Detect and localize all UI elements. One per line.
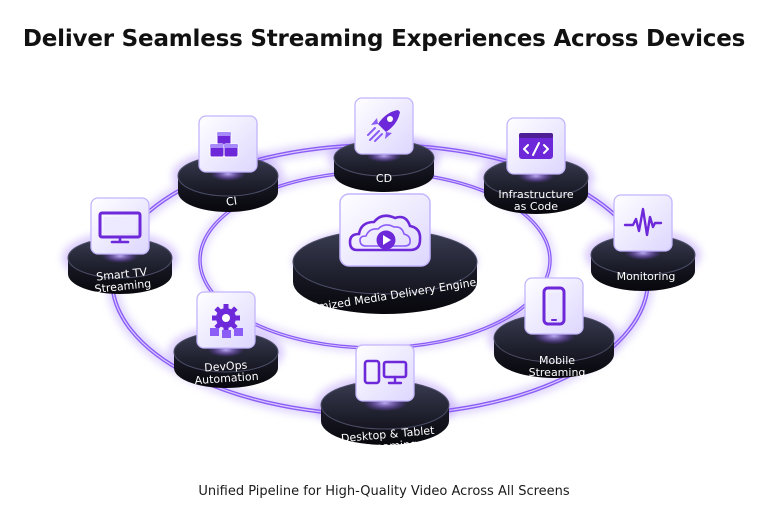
node-label-line: Monitoring: [617, 270, 676, 283]
node-label-desktop: Desktop & TabletStreaming: [340, 424, 436, 457]
code-icon: [519, 133, 553, 159]
footer-caption: Unified Pipeline for High-Quality Video …: [198, 484, 570, 499]
node-label-line: as Code: [514, 200, 558, 213]
node-devops: DevOpsAutomation: [168, 291, 284, 388]
node-label-line: CI: [225, 194, 238, 208]
node-label-line: Streaming: [360, 438, 418, 456]
node-label-line: Infrastructure: [498, 188, 574, 201]
node-label-line: Automation: [194, 370, 259, 387]
tv-icon: [98, 211, 142, 244]
node-label-line: Streaming: [94, 277, 152, 296]
node-label-cd: CD: [376, 172, 392, 185]
rocket-icon: [367, 110, 400, 142]
node-label-ci: CI: [225, 194, 238, 208]
node-monitoring: Monitoring: [585, 194, 701, 291]
node-label-line: CD: [376, 172, 392, 185]
node-label-smarttv: Smart TVStreaming: [93, 265, 152, 296]
cloud-play-icon: [339, 193, 431, 267]
smartphone-icon: [542, 286, 566, 326]
waveform-icon: [623, 207, 663, 237]
node-desktop: Desktop & TabletStreaming: [315, 344, 455, 457]
gear-icon: [210, 304, 243, 338]
node-label-line: DevOps: [204, 359, 248, 375]
node-smarttv: Smart TVStreaming: [62, 197, 178, 296]
node-label-monitoring: Monitoring: [617, 270, 676, 283]
node-label-line: Mobile: [539, 354, 575, 367]
devices-icon: [363, 359, 408, 385]
node-ci: CI: [172, 115, 284, 212]
node-label-line: Streaming: [529, 366, 586, 379]
node-label-line: Smart TV: [96, 265, 149, 283]
node-label-devops: DevOpsAutomation: [193, 358, 259, 387]
node-cd: CD: [328, 97, 440, 192]
cubes-icon: [209, 131, 239, 158]
page-title: Deliver Seamless Streaming Experiences A…: [22, 26, 746, 52]
